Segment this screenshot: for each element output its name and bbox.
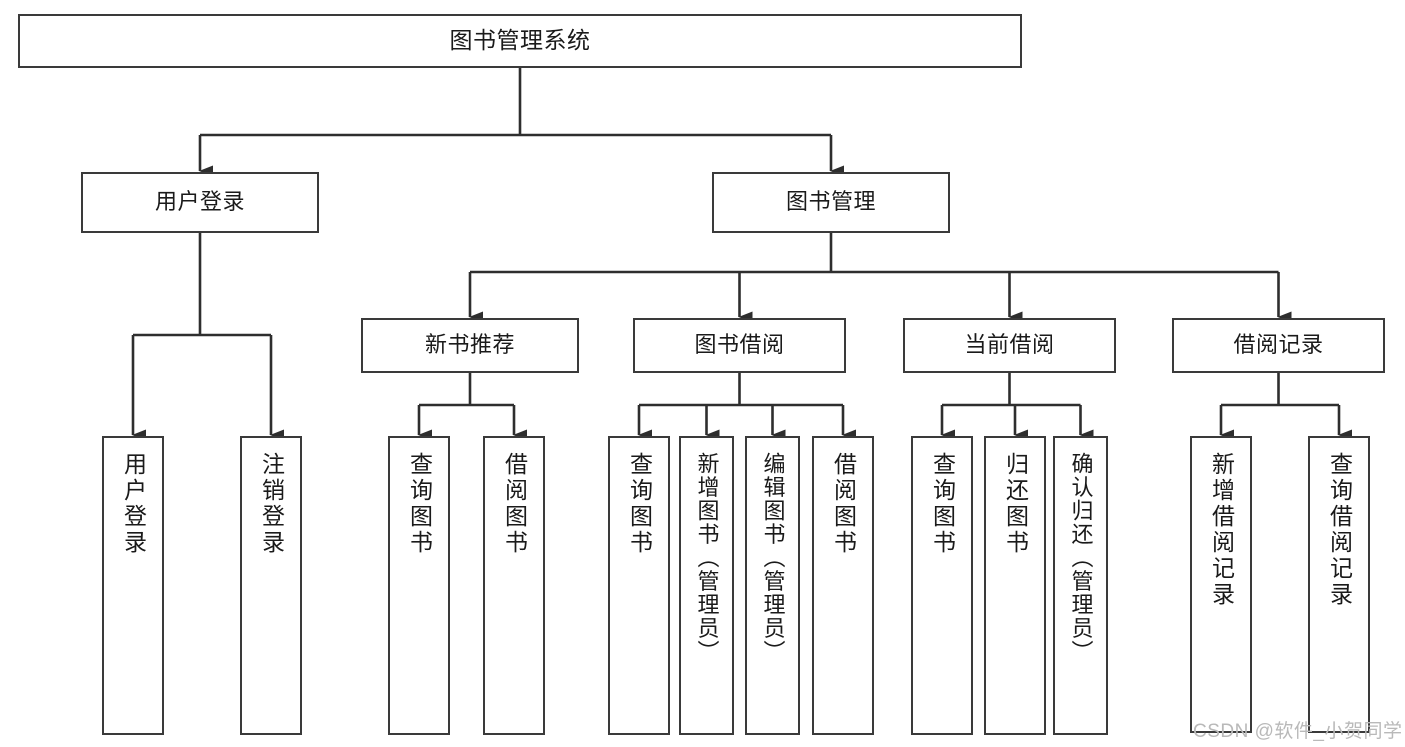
node-label: 查询图书 [626,452,653,556]
node-label: 新增借阅记录 [1208,452,1235,608]
node-label: 借阅图书 [501,452,528,556]
node-label: 图书借阅 [694,332,785,358]
node-leaf-query-book-1[interactable]: 查询图书 [388,436,450,735]
node-label: 注销登录 [258,452,285,556]
node-label: 用户登录 [154,189,245,215]
node-root[interactable]: 图书管理系统 [18,14,1022,68]
node-user-login[interactable]: 用户登录 [81,172,319,233]
node-new-book-rec[interactable]: 新书推荐 [361,318,579,373]
node-leaf-borrow-book-2[interactable]: 借阅图书 [812,436,874,735]
node-label: 当前借阅 [964,332,1055,358]
node-label: 查询借阅记录 [1326,452,1353,608]
node-label: 新书推荐 [424,332,515,358]
node-leaf-add-record[interactable]: 新增借阅记录 [1190,436,1252,733]
node-leaf-confirm-return[interactable]: 确认归还（管理员） [1053,436,1108,735]
node-label: 用户登录 [120,452,147,556]
node-book-manage[interactable]: 图书管理 [712,172,950,233]
node-label: 新增图书（管理员） [694,452,720,664]
node-label: 确认归还（管理员） [1068,452,1094,664]
node-leaf-return-book[interactable]: 归还图书 [984,436,1046,735]
node-borrow-record[interactable]: 借阅记录 [1172,318,1385,373]
node-leaf-user-login[interactable]: 用户登录 [102,436,164,735]
node-leaf-add-book[interactable]: 新增图书（管理员） [679,436,734,735]
node-leaf-borrow-book-1[interactable]: 借阅图书 [483,436,545,735]
node-leaf-query-book-2[interactable]: 查询图书 [608,436,670,735]
node-leaf-user-logout[interactable]: 注销登录 [240,436,302,735]
node-book-borrow[interactable]: 图书借阅 [633,318,846,373]
node-label: 图书管理 [785,189,876,215]
node-leaf-query-record[interactable]: 查询借阅记录 [1308,436,1370,733]
csdn-watermark: CSDN @软件_小贺同学 [1193,721,1403,742]
node-label: 借阅记录 [1233,332,1324,358]
node-label: 图书管理系统 [449,27,591,54]
node-label: 编辑图书（管理员） [760,452,786,664]
node-label: 查询图书 [406,452,433,556]
node-label: 查询图书 [929,452,956,556]
node-leaf-query-book-3[interactable]: 查询图书 [911,436,973,735]
node-label: 归还图书 [1002,452,1029,556]
node-label: 借阅图书 [830,452,857,556]
node-current-borrow[interactable]: 当前借阅 [903,318,1116,373]
node-leaf-edit-book[interactable]: 编辑图书（管理员） [745,436,800,735]
